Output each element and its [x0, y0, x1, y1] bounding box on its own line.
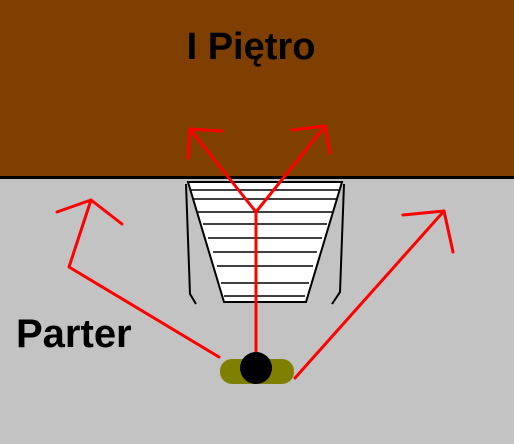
- upper-floor-label: I Piętro: [186, 26, 316, 68]
- arrow-up-right-head: [290, 124, 332, 155]
- upper-floor-area: I Piętro: [0, 0, 514, 177]
- ground-floor-label: Parter: [16, 312, 132, 356]
- arrow-left-head: [55, 198, 124, 226]
- stair-rail-left: [185, 183, 197, 305]
- arrow-icon: [55, 124, 455, 380]
- staircase-icon: [185, 181, 345, 305]
- arrow-up-right-path: [254, 124, 327, 214]
- stair-rail-right: [331, 183, 345, 305]
- arrow-left-path: [67, 198, 221, 359]
- floor-divider: [0, 176, 514, 179]
- arrow-right-path: [293, 209, 446, 380]
- arrow-up-left-path: [188, 127, 258, 214]
- arrow-right-head: [401, 209, 455, 254]
- arrow-up-left-head: [186, 127, 224, 160]
- person-icon: [240, 352, 272, 384]
